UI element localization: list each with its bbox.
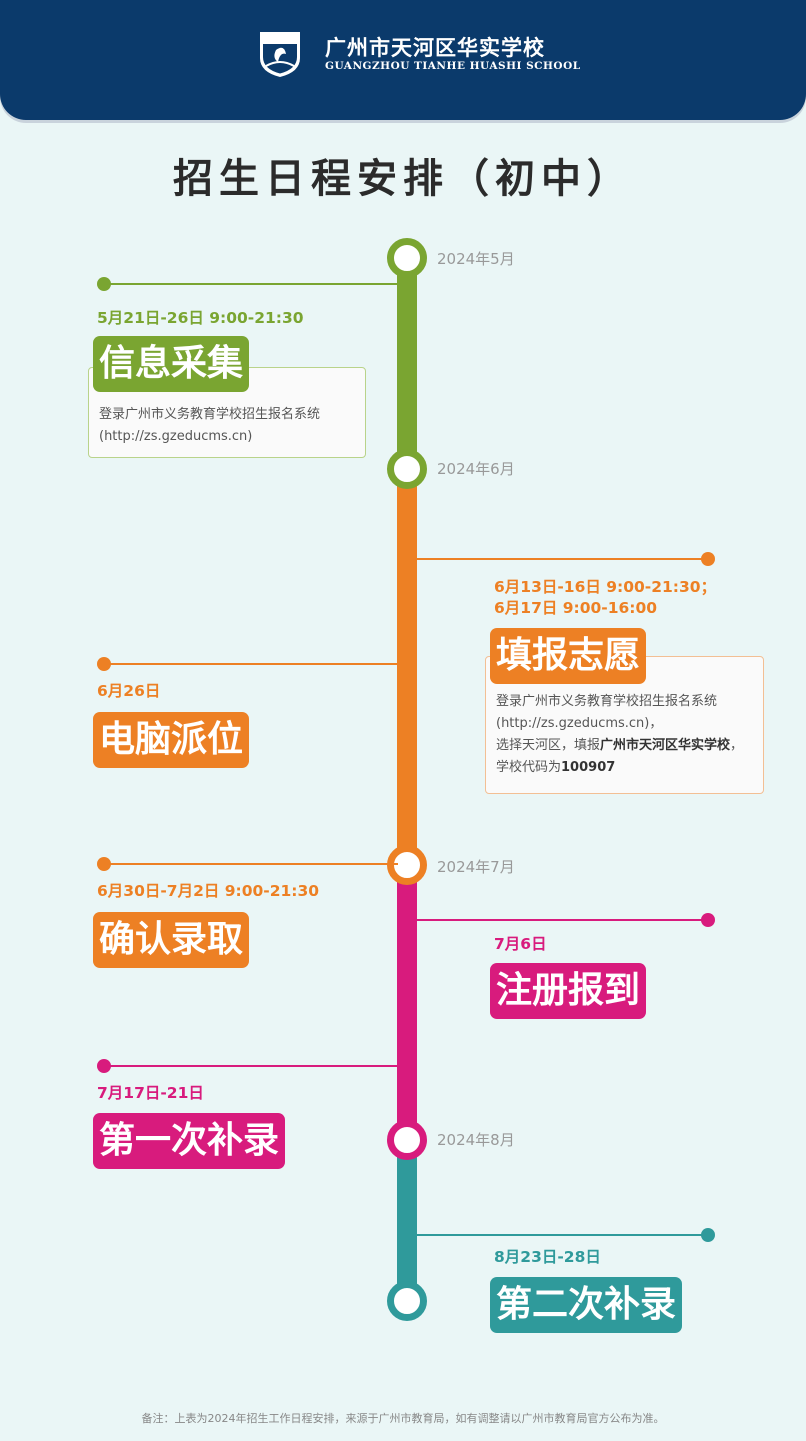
event-date: 6月13日-16日 9:00-21:30；	[494, 578, 717, 596]
school-code: 100907	[561, 760, 616, 775]
connector-line	[104, 1065, 398, 1067]
timeline-segment-august	[397, 1140, 417, 1300]
description-line: 登录广州市义务教育学校招生报名系统	[496, 694, 718, 709]
school-name-highlight: 广州市天河区华实学校	[600, 738, 731, 753]
timeline-node-august	[387, 1120, 427, 1160]
timeline-node-end	[387, 1281, 427, 1321]
connector-line	[416, 1234, 708, 1236]
school-name-en: GUANGZHOU TIANHE HUASHI SCHOOL	[325, 60, 581, 72]
event-label: 第一次补录	[93, 1113, 286, 1169]
timeline-segment-july	[397, 865, 417, 1140]
connector-line	[416, 558, 708, 560]
connector-dot	[701, 552, 715, 566]
event-date: 6月30日-7月2日 9:00-21:30	[97, 882, 320, 900]
event-label: 电脑派位	[93, 712, 250, 768]
event-label: 确认录取	[93, 912, 250, 968]
month-label-july: 2024年7月	[437, 858, 515, 876]
event-label: 填报志愿	[490, 628, 647, 684]
month-label-may: 2024年5月	[437, 250, 515, 268]
event-date: 7月17日-21日	[97, 1084, 204, 1102]
timeline-node-july	[387, 845, 427, 885]
month-label-august: 2024年8月	[437, 1131, 515, 1149]
connector-line	[104, 663, 398, 665]
timeline-segment-june	[397, 470, 417, 865]
timeline-node-june	[387, 449, 427, 489]
event-label: 第二次补录	[490, 1277, 683, 1333]
description-line: 学校代码为100907	[496, 760, 616, 775]
connector-line	[104, 283, 398, 285]
event-date: 6月17日 9:00-16:00	[494, 599, 658, 617]
description-line: 选择天河区，填报广州市天河区华实学校，	[496, 738, 744, 753]
event-label: 注册报到	[490, 963, 647, 1019]
timeline-node-may	[387, 238, 427, 278]
school-logo-icon	[260, 32, 300, 77]
event-date: 5月21日-26日 9:00-21:30	[97, 309, 304, 327]
description-line: (http://zs.gzeducms.cn)，	[496, 716, 663, 731]
event-label: 信息采集	[93, 336, 250, 392]
month-label-june: 2024年6月	[437, 460, 515, 478]
timeline-segment-may	[397, 255, 417, 470]
event-date: 8月23日-28日	[494, 1248, 601, 1266]
event-date: 7月6日	[494, 935, 547, 953]
header-banner: 广州市天河区华实学校 GUANGZHOU TIANHE HUASHI SCHOO…	[0, 0, 806, 120]
description-line: 登录广州市义务教育学校招生报名系统	[99, 407, 321, 422]
event-date: 6月26日	[97, 682, 161, 700]
page-title: 招生日程安排（初中）	[173, 156, 633, 202]
description-line: (http://zs.gzeducms.cn)	[99, 429, 253, 444]
connector-dot	[701, 913, 715, 927]
footnote: 备注：上表为2024年招生工作日程安排，来源于广州市教育局，如有调整请以广州市教…	[141, 1412, 665, 1425]
connector-line	[104, 863, 398, 865]
connector-line	[416, 919, 708, 921]
school-name-cn: 广州市天河区华实学校	[325, 35, 545, 60]
connector-dot	[701, 1228, 715, 1242]
